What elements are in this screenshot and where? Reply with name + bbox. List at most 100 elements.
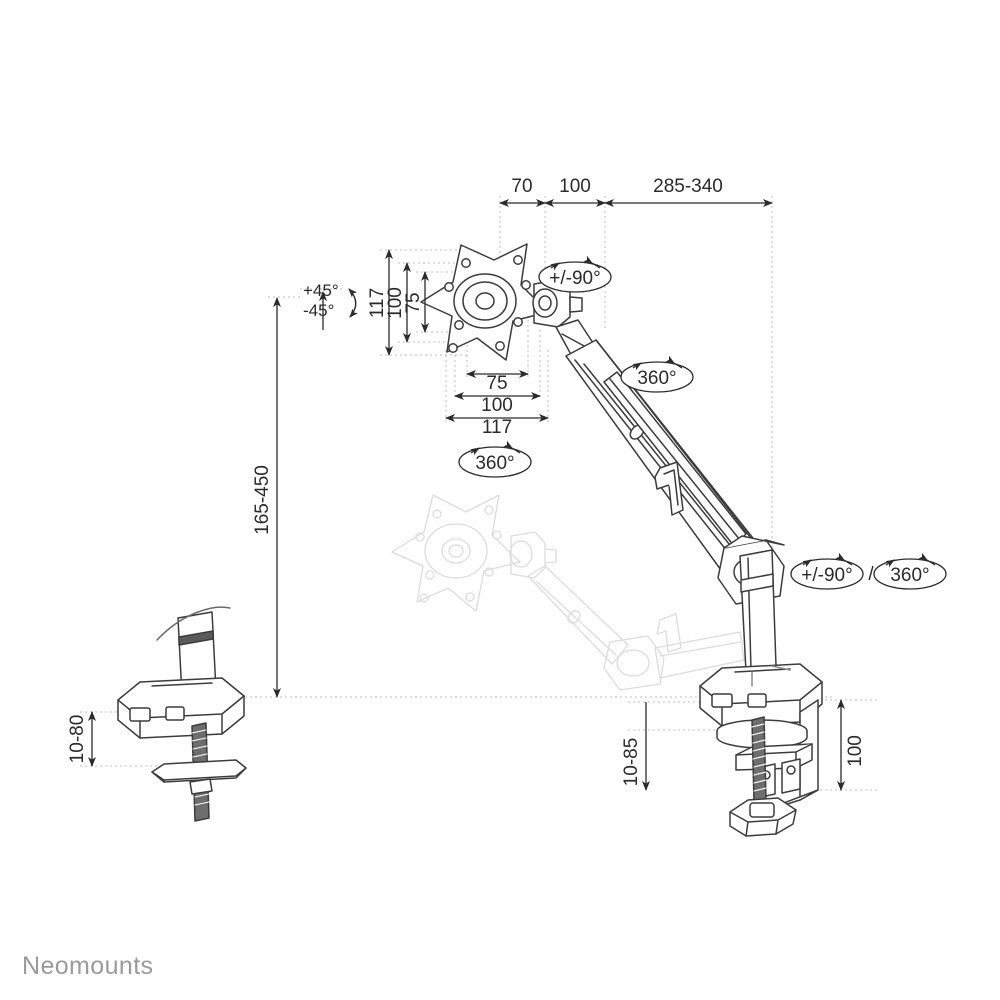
ghost-elbow-bore xyxy=(616,649,650,677)
main-assembly xyxy=(420,243,823,837)
ghost-lower-arm xyxy=(654,631,745,679)
badge-arrow-left xyxy=(470,447,480,456)
ghost-vesa-hole xyxy=(432,509,442,519)
ghost-vesa-plate xyxy=(391,494,521,612)
badge-label: +/-90° xyxy=(801,565,852,586)
ghost-vesa-hole xyxy=(425,570,435,580)
tilt-up-label: +45° xyxy=(303,281,339,300)
cable-clip-inner xyxy=(663,469,679,506)
badge-rotation-base-90: +/-90° xyxy=(790,552,864,590)
ghost-tilt-knuckle xyxy=(510,531,546,579)
badge-rotation-head-90: +/-90° xyxy=(538,255,612,293)
ghost-lower-arm-edge xyxy=(659,641,742,657)
vesa-hole-bml xyxy=(454,320,464,330)
grommet-pole-break-band xyxy=(178,630,214,646)
vesa-hole-bl xyxy=(448,343,458,353)
ghost-upper-arm xyxy=(527,565,629,665)
ghost-assembly-lowered xyxy=(391,494,745,691)
vesa-hole-br xyxy=(495,341,505,351)
ghost-vesa-hole xyxy=(465,592,475,602)
tilt-knuckle-bore-inner xyxy=(538,295,552,311)
label-clamp-depth: 100 xyxy=(845,735,866,767)
upper-arm-ridge xyxy=(574,359,732,557)
riser-post-edge xyxy=(747,557,752,671)
label-vesa-v-75: 75 xyxy=(403,292,424,313)
gas-strut-edge xyxy=(609,378,741,541)
badge-arrow-left xyxy=(885,559,895,568)
clamp-knob-center xyxy=(749,802,775,818)
dimension-lines xyxy=(88,199,845,791)
badge-arrow-left xyxy=(550,262,560,271)
riser-post xyxy=(739,549,777,673)
vesa-hole-bmr xyxy=(513,317,523,327)
clamp-rib xyxy=(734,668,791,673)
ghost-vesa-hub-core xyxy=(448,544,464,558)
label-top-285-340: 285-340 xyxy=(653,176,723,197)
badge-arrow-right xyxy=(503,440,521,454)
label-height-range: 165-450 xyxy=(252,465,273,535)
ghost-knuckle-bore xyxy=(509,540,533,568)
tilt-down-label: -45° xyxy=(303,301,334,320)
badge-rotation-elbow-360: 360° xyxy=(620,355,694,393)
rotation-badges: +/-90° 360° 360° +/-90° xyxy=(458,255,947,590)
grommet-nut xyxy=(189,778,213,795)
ghost-knuckle-tab xyxy=(544,548,557,564)
label-vesa-h-117: 117 xyxy=(482,417,512,438)
badge-label: 360° xyxy=(890,565,929,586)
grommet-washer-face xyxy=(151,767,247,781)
vesa-hole-mr xyxy=(521,280,531,290)
label-vesa-v-100: 100 xyxy=(385,287,406,319)
grommet-slot-mid xyxy=(165,706,185,721)
badge-arrow-right xyxy=(583,255,601,269)
grommet-slot-left xyxy=(129,707,151,722)
ghost-vesa-hole xyxy=(419,593,429,603)
ghost-vesa-hole xyxy=(492,530,502,540)
badge-arrow-left xyxy=(632,362,642,371)
clamp-slot-mid xyxy=(747,693,767,708)
dimension-labels: 70 100 285-340 117 100 75 75 100 117 165… xyxy=(67,176,866,786)
clamp-knob-edge2 xyxy=(775,819,779,835)
vesa-hole-tr xyxy=(513,255,523,265)
ghost-vesa-hub-inner xyxy=(441,538,471,564)
badge-separator: / xyxy=(868,564,874,585)
vesa-hole-tl xyxy=(461,258,471,268)
tilt-knuckle-tab xyxy=(569,296,583,313)
clamp-keyhole-right-hole xyxy=(786,765,796,775)
ghost-cable-clip xyxy=(656,613,682,653)
post-to-clamp-line2 xyxy=(771,665,791,671)
clamp-screw-threads xyxy=(751,723,767,792)
ghost-upper-arm-edge xyxy=(536,581,617,656)
badge-label: 360° xyxy=(637,368,676,389)
label-vesa-v-117: 117 xyxy=(367,288,388,318)
label-vesa-h-75: 75 xyxy=(486,373,507,394)
upper-arm-inner-edge xyxy=(583,363,743,561)
badge-rotation-base-360: 360° xyxy=(873,552,947,590)
grommet-base-rib xyxy=(151,682,213,687)
badge-arrow-left xyxy=(802,559,812,568)
clamp-knob-edge xyxy=(745,821,749,837)
clamp-slot-left xyxy=(711,693,733,708)
label-top-100: 100 xyxy=(559,176,591,197)
clamp-keyhole-right xyxy=(781,758,801,794)
ghost-vesa-hole xyxy=(484,567,494,577)
tilt-annotation: +45° -45° xyxy=(303,281,358,330)
badge-arrow-right xyxy=(918,552,936,566)
vesa-hub-bore xyxy=(475,292,495,310)
ghost-arm-dimple xyxy=(567,610,581,624)
label-top-70: 70 xyxy=(511,176,532,197)
badge-label: 360° xyxy=(475,453,514,474)
label-vesa-h-100: 100 xyxy=(481,395,513,416)
grommet-pole-break-curve xyxy=(156,606,231,641)
tilt-arc-icon xyxy=(348,288,358,318)
ghost-vesa-hole xyxy=(415,532,425,542)
badge-arrow-right xyxy=(665,355,683,369)
badge-rotation-vesa-360: 360° xyxy=(458,440,532,478)
label-grommet-thickness: 10-80 xyxy=(67,715,88,764)
brand-logo: Neomounts xyxy=(22,952,154,980)
cable-clip xyxy=(654,461,684,516)
vesa-hole-ml xyxy=(444,282,454,292)
ghost-vesa-hole xyxy=(484,505,494,515)
head-link-edge xyxy=(561,333,587,348)
